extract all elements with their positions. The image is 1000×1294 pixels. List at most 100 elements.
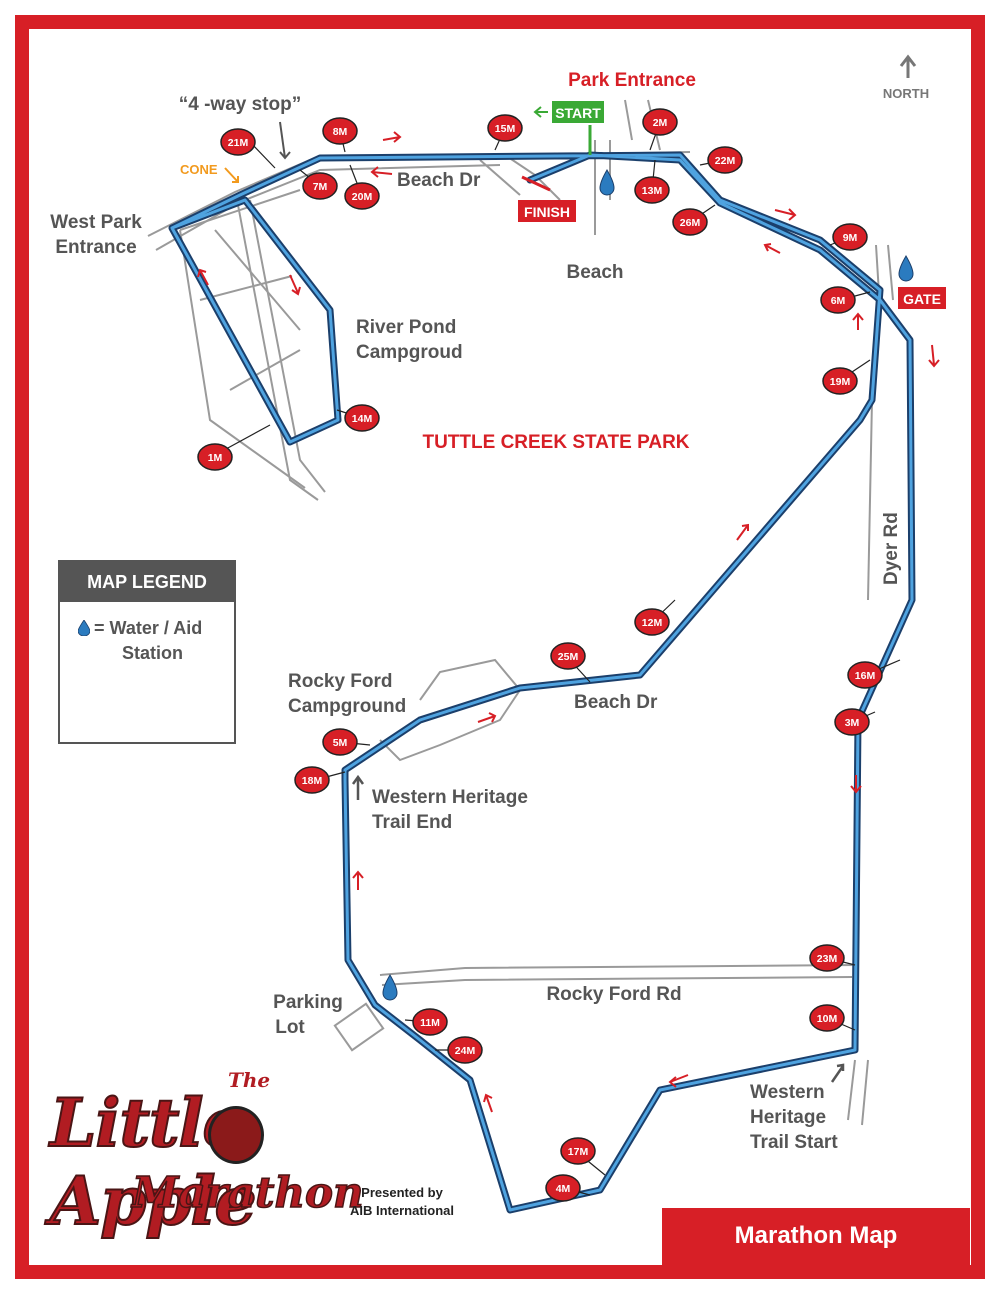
roads [147, 99, 894, 1126]
mile-marker-3m: 3M [834, 708, 870, 736]
rocky-ford-campground-label-2: Campground [288, 696, 406, 717]
mile-marker-badge [545, 1174, 581, 1202]
cone-marker: CONE [180, 162, 239, 183]
mile-marker-10m: 10M [809, 1004, 845, 1032]
footer-title: Marathon Map [734, 1222, 898, 1249]
mile-marker-label: 19M [830, 376, 851, 388]
mile-marker-1m: 1M [197, 443, 233, 471]
mile-marker-18m: 18M [294, 766, 330, 794]
presented-line-1: Presented by [361, 1185, 443, 1200]
map-legend: MAP LEGEND = Water / Aid Station [58, 560, 236, 744]
mile-marker-badge [809, 944, 845, 972]
beach-dr-top-label: Beach Dr [397, 170, 481, 191]
mile-marker-badge [550, 642, 586, 670]
parking-lot-label-1: Parking [273, 992, 343, 1013]
mile-marker-label: 21M [228, 137, 249, 149]
legend-body: = Water / Aid Station [60, 602, 234, 666]
presented-line-2: AIB International [350, 1203, 455, 1218]
mile-marker-23m: 23M [809, 944, 845, 972]
mile-marker-badge [294, 766, 330, 794]
mile-marker-label: 3M [845, 717, 860, 729]
mile-marker-label: 8M [333, 126, 348, 138]
mile-marker-label: 24M [455, 1045, 476, 1057]
north-arrow-icon [899, 54, 917, 78]
mile-marker-13m: 13M [634, 176, 670, 204]
finish-marker: FINISH [518, 175, 576, 222]
mile-marker-badge [197, 443, 233, 471]
mile-marker-label: 1M [208, 452, 223, 464]
mile-marker-badge [847, 661, 883, 689]
mile-marker-26m: 26M [672, 208, 708, 236]
footer-banner: Marathon Map [662, 1208, 970, 1272]
mile-marker-badge [642, 108, 678, 136]
park-name-label: TUTTLE CREEK STATE PARK [422, 432, 689, 453]
river-pond-label-2: Campgroud [356, 342, 463, 363]
gate-marker: GATE [898, 287, 946, 309]
mile-marker-badge [834, 708, 870, 736]
direction-arrows [197, 131, 940, 1113]
mile-marker-label: 25M [558, 651, 579, 663]
start-label: START [555, 105, 601, 121]
rocky-ford-rd-label: Rocky Ford Rd [546, 984, 681, 1005]
water-drop-icon [78, 620, 90, 636]
mile-marker-label: 26M [680, 217, 701, 229]
mile-marker-badge [560, 1137, 596, 1165]
mile-marker-16m: 16M [847, 661, 883, 689]
beach-dr-mid-label: Beach Dr [574, 692, 658, 713]
mile-marker-label: 7M [313, 181, 328, 193]
mile-marker-badge [220, 128, 256, 156]
mile-marker-badge [820, 286, 856, 314]
mile-marker-label: 14M [352, 413, 373, 425]
mile-marker-9m: 9M [832, 223, 868, 251]
water-drop-icon [382, 974, 398, 1001]
trail-end-label-2: Trail End [372, 812, 452, 833]
water-drop-icon [898, 255, 914, 282]
trail-start-label-2: Heritage [750, 1107, 826, 1128]
mile-marker-badge [707, 146, 743, 174]
mile-marker-label: 15M [495, 123, 516, 135]
legend-line-1: = Water / Aid [94, 618, 203, 638]
mile-marker-label: 17M [568, 1146, 589, 1158]
mile-marker-7m: 7M [302, 172, 338, 200]
mile-marker-label: 12M [642, 617, 663, 629]
mile-marker-badge [822, 367, 858, 395]
river-pond-label-1: River Pond [356, 317, 456, 338]
mile-marker-label: 10M [817, 1013, 838, 1025]
mile-marker-badge [344, 182, 380, 210]
mile-marker-badge [344, 404, 380, 432]
start-marker: START [533, 101, 604, 155]
park-entrance-label: Park Entrance [568, 70, 696, 91]
mile-marker-14m: 14M [344, 404, 380, 432]
mile-marker-label: 23M [817, 953, 838, 965]
mile-marker-badge [302, 172, 338, 200]
water-drop-icon [599, 169, 615, 196]
map-labels: Park Entrance “4 -way stop” Beach Dr Wes… [50, 70, 902, 1153]
logo-the: The [228, 1068, 271, 1092]
mile-marker-24m: 24M [447, 1036, 483, 1064]
cone-label: CONE [180, 162, 218, 177]
west-park-entrance-label-1: West Park [50, 212, 142, 233]
four-way-stop-label: “4 -way stop” [179, 94, 301, 115]
trail-start-pointer [830, 1063, 845, 1083]
mile-marker-label: 6M [831, 295, 846, 307]
mile-marker-badge [487, 114, 523, 142]
dyer-rd-label: Dyer Rd [881, 512, 902, 585]
mile-marker-25m: 25M [550, 642, 586, 670]
mile-marker-badge [809, 1004, 845, 1032]
mile-marker-20m: 20M [344, 182, 380, 210]
trail-end-pointer [351, 774, 365, 800]
mile-marker-17m: 17M [560, 1137, 596, 1165]
little-apple-logo: The Little Apple Marathon Presented by A… [40, 1068, 470, 1258]
mile-marker-badge [322, 728, 358, 756]
north-label: NORTH [883, 86, 929, 101]
mile-marker-12m: 12M [634, 608, 670, 636]
marathon-route [168, 151, 916, 1214]
mile-marker-badge [322, 117, 358, 145]
mile-marker-21m: 21M [220, 128, 256, 156]
mile-marker-label: 18M [302, 775, 323, 787]
logo-line2: Marathon [131, 1167, 364, 1218]
trail-end-label-1: Western Heritage [372, 787, 528, 808]
legend-row: = Water / Aid [78, 616, 224, 641]
